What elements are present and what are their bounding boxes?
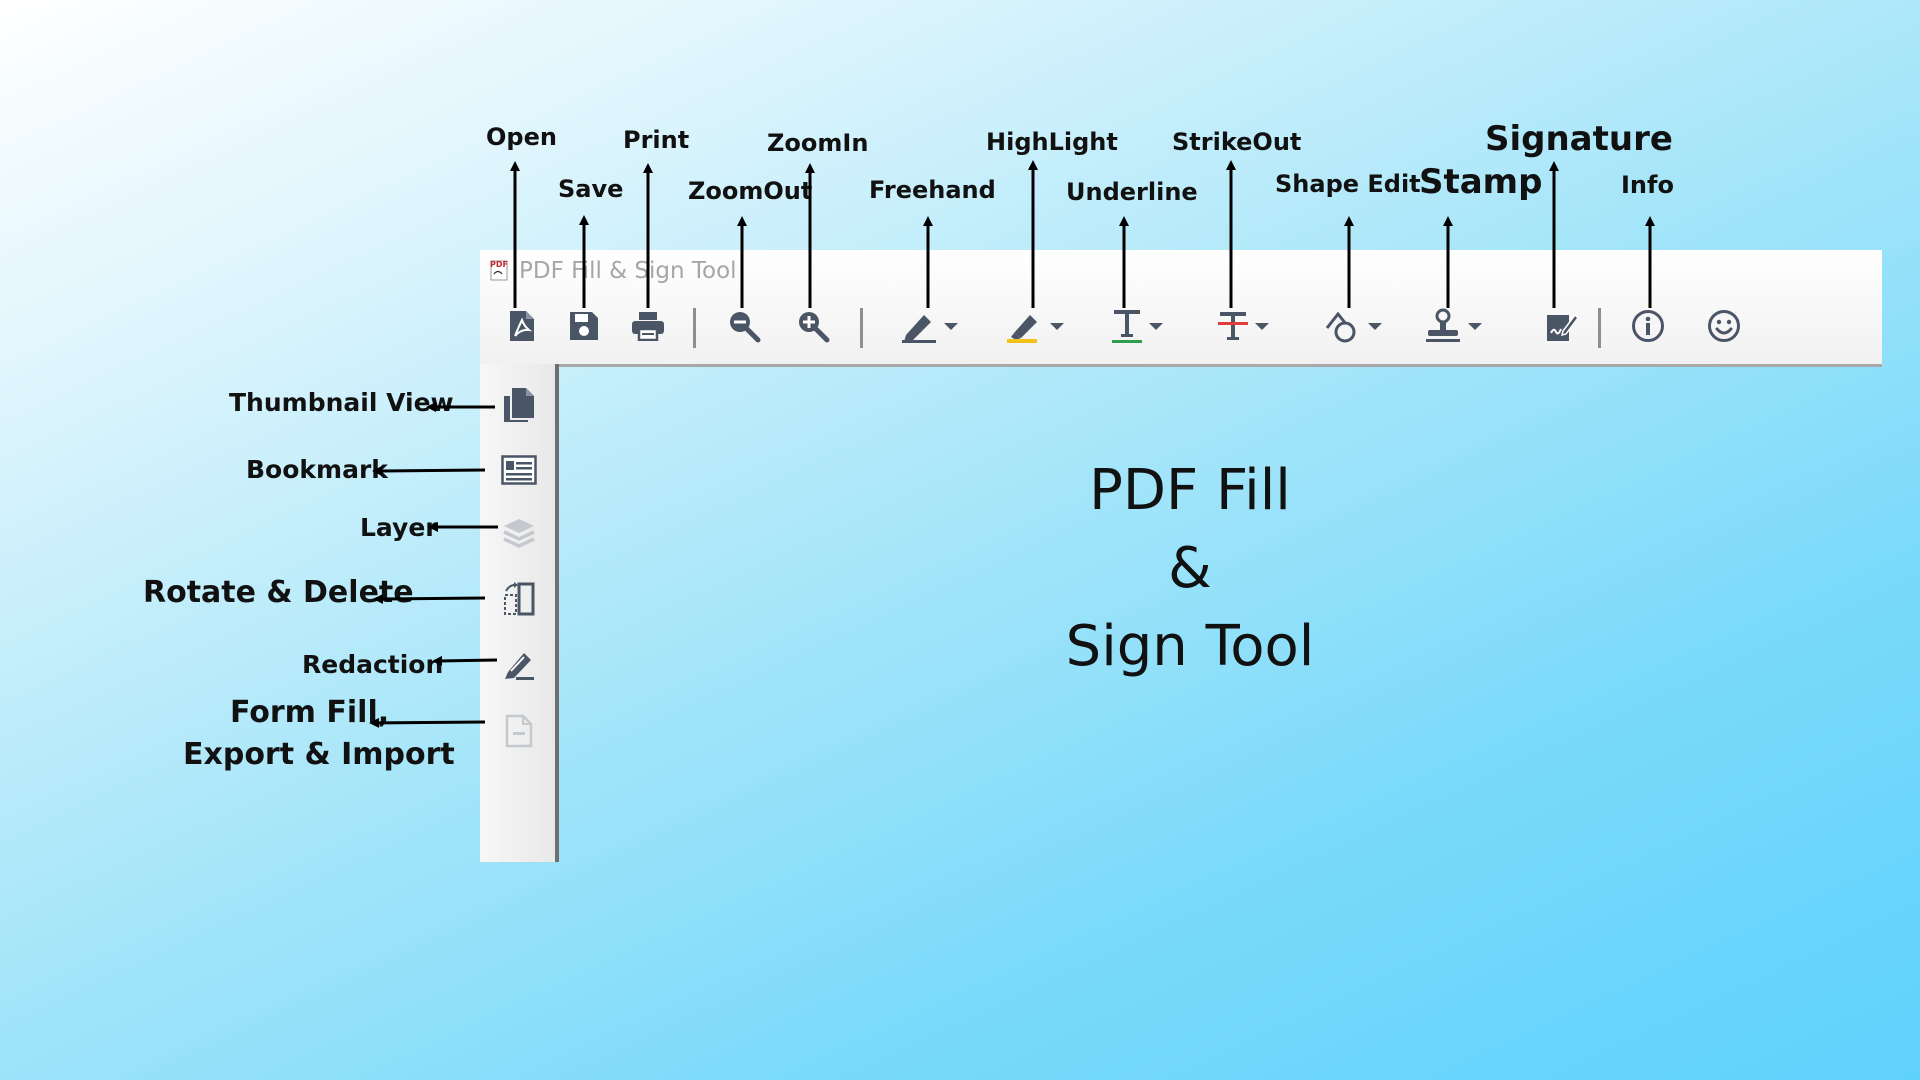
- layers-icon: [503, 519, 535, 548]
- callout-label-underline: Underline: [1066, 178, 1198, 206]
- title-line: Sign Tool: [1065, 614, 1315, 679]
- callout-label-info: Info: [1621, 171, 1674, 199]
- stamp-icon: [1426, 308, 1460, 342]
- zoom-out-icon: [730, 312, 761, 343]
- left-sidebar: [480, 364, 559, 862]
- toolbar-separator: [693, 308, 696, 348]
- chevron-down-icon: [1050, 322, 1064, 330]
- chevron-down-icon: [944, 322, 958, 330]
- save-button[interactable]: [564, 304, 604, 348]
- bookmark-icon: [501, 455, 537, 485]
- zoom-in-icon: [799, 312, 830, 343]
- thumbnail-view-button[interactable]: [500, 386, 538, 424]
- chevron-down-icon: [1255, 322, 1269, 330]
- callout-label-signature: Signature: [1485, 119, 1673, 159]
- title-line: PDF Fill: [1089, 458, 1291, 523]
- callout-label-rotate-delete: Rotate & Delete: [143, 575, 414, 610]
- app-logo-icon: PDF: [489, 258, 511, 282]
- zoom-in-button[interactable]: [791, 304, 835, 348]
- form-fill-button[interactable]: [500, 712, 538, 750]
- printer-icon: [632, 312, 664, 341]
- callout-label-freehand: Freehand: [869, 176, 996, 204]
- shape-edit-button[interactable]: [1318, 304, 1388, 348]
- toolbar-separator: [1598, 308, 1601, 348]
- smiley-icon: [1708, 310, 1740, 342]
- redaction-button[interactable]: [500, 646, 538, 684]
- strikeout-button[interactable]: [1210, 304, 1276, 348]
- print-button[interactable]: [626, 304, 670, 348]
- zoom-out-button[interactable]: [722, 304, 766, 348]
- layer-button[interactable]: [500, 514, 538, 552]
- stamp-button[interactable]: [1418, 304, 1488, 348]
- info-icon: [1632, 310, 1664, 342]
- callout-label-redaction: Redaction: [302, 650, 444, 679]
- app-window-toolbar: PDF PDF Fill & Sign Tool: [480, 250, 1882, 367]
- floppy-disk-icon: [570, 312, 598, 340]
- bookmark-button[interactable]: [500, 451, 538, 489]
- chevron-down-icon: [1149, 322, 1163, 330]
- text-strikeout-icon: [1218, 312, 1248, 340]
- underline-button[interactable]: [1104, 304, 1170, 348]
- form-icon: [505, 714, 533, 748]
- callout-label-highlight: HighLight: [986, 128, 1118, 156]
- callout-label-stamp: Stamp: [1419, 162, 1543, 202]
- highlight-button[interactable]: [1000, 304, 1070, 348]
- callout-label-zoomin: ZoomIn: [767, 129, 869, 157]
- toolbar-separator: [860, 308, 863, 348]
- highlighter-icon: [1007, 315, 1037, 343]
- info-button[interactable]: [1626, 304, 1670, 348]
- callout-label-export-import: Export & Import: [183, 737, 455, 772]
- feedback-button[interactable]: [1702, 304, 1746, 348]
- open-button[interactable]: [502, 304, 542, 348]
- rotate-delete-button[interactable]: [500, 580, 538, 618]
- callout-label-zoomout: ZoomOut: [688, 177, 813, 205]
- chevron-down-icon: [1468, 322, 1482, 330]
- callout-label-shape-edit: Shape Edit: [1275, 170, 1421, 198]
- window-title: PDF Fill & Sign Tool: [519, 258, 737, 284]
- signature-button[interactable]: [1540, 304, 1584, 348]
- page-title: PDF Fill & Sign Tool: [1040, 452, 1340, 686]
- text-underline-icon: [1112, 310, 1142, 343]
- rotate-page-icon: [504, 582, 535, 616]
- shapes-icon: [1325, 311, 1356, 343]
- chevron-down-icon: [1368, 322, 1382, 330]
- callout-label-save: Save: [558, 175, 624, 203]
- callout-label-print: Print: [623, 126, 690, 154]
- title-line: &: [1168, 536, 1212, 601]
- pages-icon: [504, 388, 534, 422]
- signature-icon: [1547, 313, 1579, 341]
- svg-text:PDF: PDF: [490, 260, 508, 269]
- callout-label-open: Open: [486, 123, 557, 151]
- callout-label-bookmark: Bookmark: [246, 455, 388, 484]
- callout-label-layer: Layer: [360, 513, 438, 542]
- freehand-button[interactable]: [894, 304, 964, 348]
- pen-icon: [902, 315, 936, 343]
- callout-label-form-fill: Form Fill,: [230, 695, 390, 730]
- pdf-file-icon: [510, 311, 534, 341]
- redaction-pen-icon: [505, 653, 534, 680]
- callout-label-strikeout: StrikeOut: [1172, 128, 1302, 156]
- callout-label-thumbnail-view: Thumbnail View: [229, 388, 454, 417]
